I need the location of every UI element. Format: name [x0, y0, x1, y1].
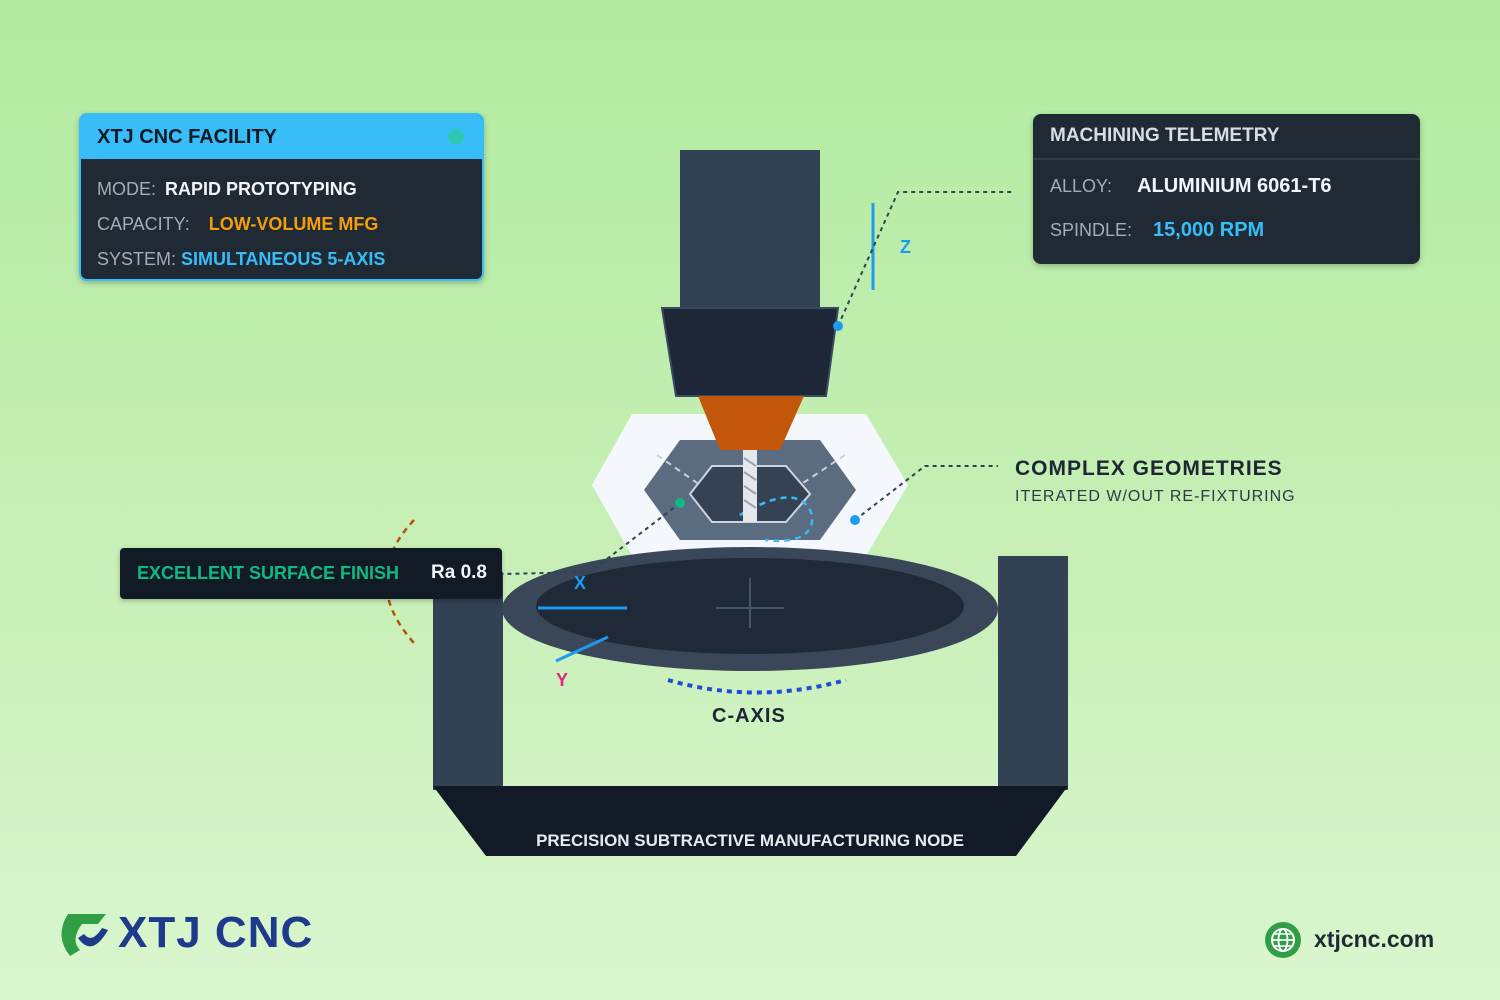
telemetry-leader-line	[837, 191, 1015, 327]
x-axis-label: X	[574, 573, 587, 593]
machine-base	[433, 786, 1068, 856]
toolpath-arc	[739, 496, 814, 542]
telemetry-anchor-dot	[833, 321, 843, 331]
website-link[interactable]: xtjcnc.com	[1314, 926, 1435, 952]
surface-finish-card: EXCELLENT SURFACE FINISH Ra 0.8	[120, 548, 502, 599]
xtj-logo-icon	[61, 914, 108, 956]
facility-card-title: XTJ CNC FACILITY	[97, 125, 278, 148]
complex-geometries-subtitle: ITERATED W/OUT RE-FIXTURING	[1015, 488, 1296, 505]
capacity-label: CAPACITY:	[97, 214, 190, 234]
telemetry-card-header: MACHINING TELEMETRY	[1033, 114, 1420, 160]
c-axis-arc	[667, 678, 847, 695]
facility-card: XTJ CNC FACILITY MODE: RAPID PROTOTYPING…	[79, 113, 484, 281]
geometry-leader-line	[854, 465, 998, 521]
y-axis-label: Y	[556, 670, 569, 690]
system-row: SYSTEM: SIMULTANEOUS 5-AXIS	[97, 249, 385, 270]
globe-icon	[1265, 922, 1301, 958]
telemetry-card-title: MACHINING TELEMETRY	[1050, 125, 1280, 146]
surface-finish-value: Ra 0.8	[431, 562, 487, 583]
frame-right-pillar	[998, 556, 1068, 790]
cutting-tool-holder	[698, 396, 804, 450]
y-axis-line	[555, 635, 609, 663]
complex-geometries-title: COMPLEX GEOMETRIES	[1015, 457, 1283, 480]
c-axis-label: C-AXIS	[712, 705, 786, 727]
telemetry-card: MACHINING TELEMETRY ALLOY: ALUMINIUM 606…	[1033, 114, 1420, 264]
system-label: SYSTEM:	[97, 249, 177, 269]
alloy-label: ALLOY:	[1050, 176, 1113, 196]
alloy-value: ALUMINIUM 6061-T6	[1137, 175, 1332, 197]
system-value: SIMULTANEOUS 5-AXIS	[181, 249, 386, 269]
facility-card-header: XTJ CNC FACILITY	[81, 115, 482, 159]
machine-base-label: PRECISION SUBTRACTIVE MANUFACTURING NODE	[536, 831, 964, 850]
surface-finish-label: EXCELLENT SURFACE FINISH	[137, 563, 400, 583]
surface-leader-line	[501, 502, 681, 575]
mode-label: MODE:	[97, 179, 157, 199]
mode-value: RAPID PROTOTYPING	[165, 179, 357, 199]
frame-left-pillar	[433, 572, 503, 790]
brand-name: XTJ CNC	[118, 908, 314, 957]
z-axis-label: Z	[900, 237, 911, 257]
mode-row: MODE: RAPID PROTOTYPING	[97, 179, 357, 200]
spindle-value: 15,000 RPM	[1153, 219, 1265, 241]
surface-anchor-dot	[675, 498, 685, 508]
spindle-head	[660, 307, 840, 397]
status-dot-icon	[448, 129, 464, 145]
capacity-row: CAPACITY: LOW-VOLUME MFG	[97, 214, 378, 235]
alloy-row: ALLOY: ALUMINIUM 6061-T6	[1050, 175, 1332, 198]
spindle-column	[680, 150, 820, 310]
capacity-value: LOW-VOLUME MFG	[208, 214, 379, 234]
end-mill-bit	[743, 450, 757, 522]
spindle-row: SPINDLE: 15,000 RPM	[1050, 219, 1264, 242]
geometry-anchor-dot	[850, 515, 860, 525]
spindle-label: SPINDLE:	[1050, 220, 1133, 240]
